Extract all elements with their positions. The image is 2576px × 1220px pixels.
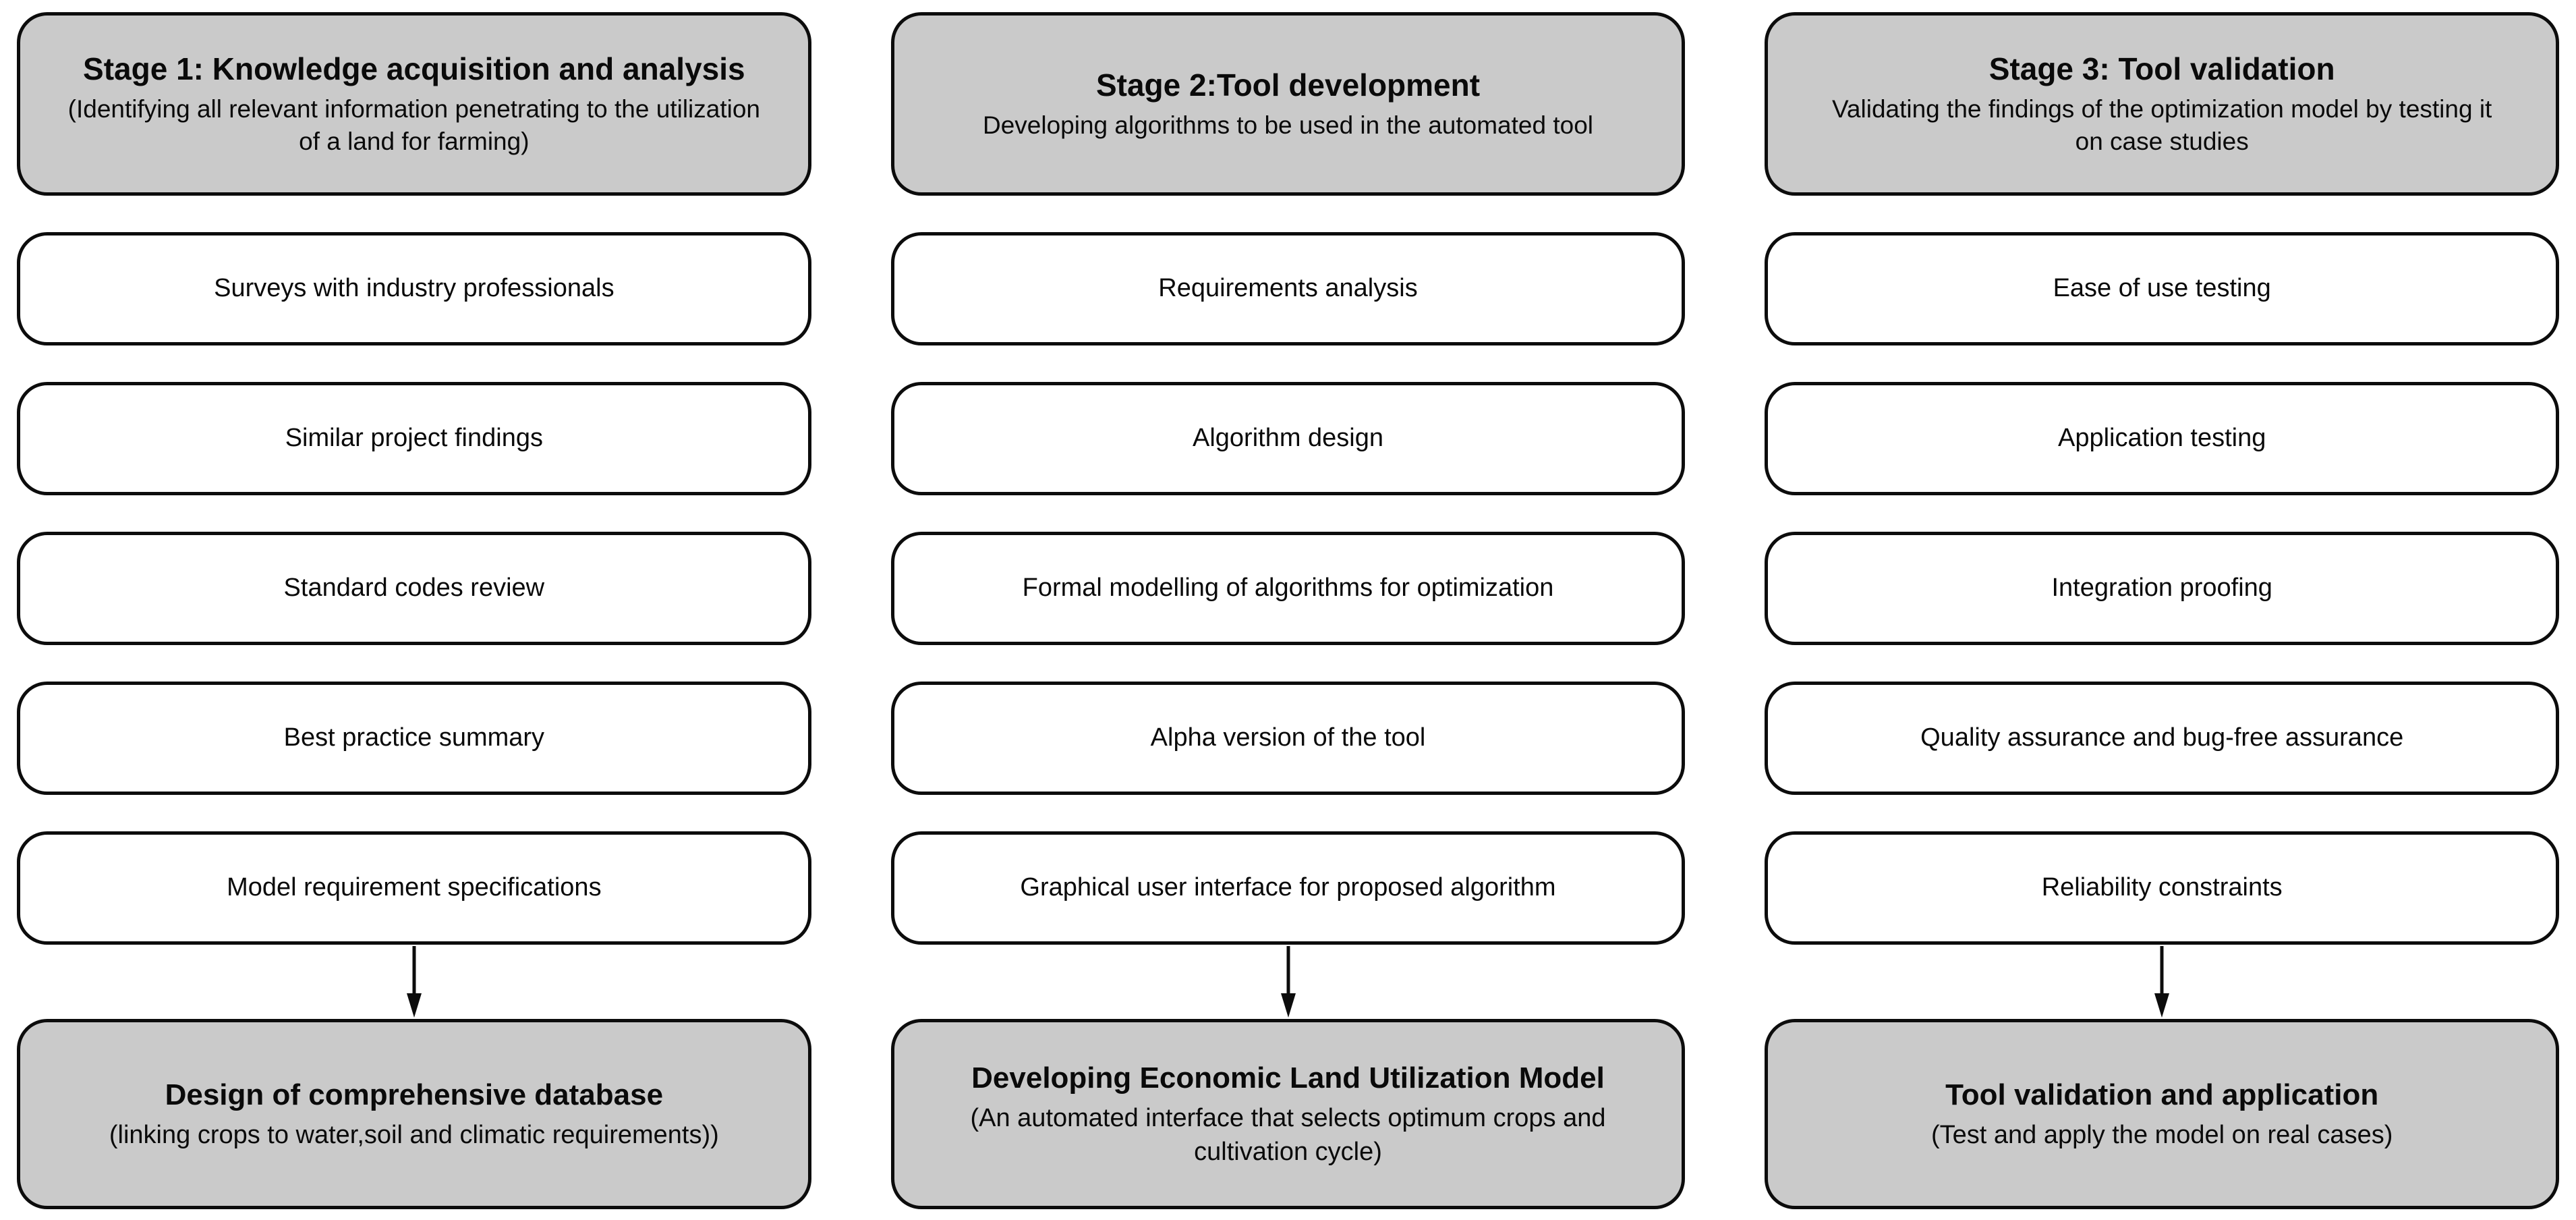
stage-2-outcome-box: Developing Economic Land Utilization Mod… bbox=[890, 1019, 1686, 1209]
stage-2-step-box: Requirements analysis bbox=[890, 232, 1686, 345]
stage-1-step-box: Standard codes review bbox=[17, 532, 811, 645]
stage-1-subtitle: (Identifying all relevant information pe… bbox=[67, 94, 760, 156]
stage-1-title: Stage 1: Knowledge acquisition and analy… bbox=[83, 51, 745, 86]
down-arrow-icon bbox=[2154, 946, 2170, 1018]
stage-3-subtitle: Validating the findings of the optimizat… bbox=[1832, 94, 2492, 156]
stage-1-outcome-subtitle: (linking crops to water,soil and climati… bbox=[109, 1121, 719, 1150]
step-label: Best practice summary bbox=[283, 723, 545, 752]
step-label: Quality assurance and bug-free assurance bbox=[1920, 723, 2404, 752]
stage-3-step-box: Ease of use testing bbox=[1765, 232, 2560, 345]
stage-2-title: Stage 2:Tool development bbox=[1095, 67, 1481, 103]
step-label: Ease of use testing bbox=[2053, 274, 2271, 303]
stage-2-step-box: Formal modelling of algorithms for optim… bbox=[890, 532, 1686, 645]
stage-1-column: Stage 1: Knowledge acquisition and analy… bbox=[17, 12, 811, 1220]
stage-3-outcome-subtitle: (Test and apply the model on real cases) bbox=[1930, 1121, 2393, 1150]
step-label: Standard codes review bbox=[283, 574, 545, 603]
down-arrow-icon bbox=[1280, 946, 1296, 1018]
stage-2-subtitle: Developing algorithms to be used in the … bbox=[982, 111, 1594, 140]
stage-1-step-box: Surveys with industry professionals bbox=[17, 232, 811, 345]
stage-1-step-box: Model requirement specifications bbox=[17, 831, 811, 945]
stage-3-step-box: Quality assurance and bug-free assurance bbox=[1765, 682, 2560, 795]
stage-2-step-box: Graphical user interface for proposed al… bbox=[890, 831, 1686, 945]
down-arrow-icon bbox=[406, 946, 422, 1018]
stage-3-step-box: Integration proofing bbox=[1765, 532, 2560, 645]
stage-3-title: Stage 3: Tool validation bbox=[1988, 51, 2335, 86]
stage-3-outcome-title: Tool validation and application bbox=[1945, 1078, 2379, 1111]
stage-3-connector bbox=[1765, 945, 2559, 1019]
stage-1-header-box: Stage 1: Knowledge acquisition and analy… bbox=[17, 12, 811, 196]
step-label: Formal modelling of algorithms for optim… bbox=[1022, 574, 1554, 603]
step-label: Model requirement specifications bbox=[227, 873, 602, 902]
stage-1-step-box: Similar project findings bbox=[17, 382, 811, 495]
stage-2-step-box: Algorithm design bbox=[890, 382, 1686, 495]
step-label: Integration proofing bbox=[2051, 574, 2272, 603]
step-label: Application testing bbox=[2057, 424, 2266, 453]
stage-3-step-box: Application testing bbox=[1765, 382, 2560, 495]
stage-1-step-box: Best practice summary bbox=[17, 682, 811, 795]
step-label: Surveys with industry professionals bbox=[214, 274, 614, 303]
stage-2-connector bbox=[891, 945, 1686, 1019]
step-label: Similar project findings bbox=[285, 424, 543, 453]
stage-2-column: Stage 2:Tool development Developing algo… bbox=[890, 12, 1686, 1220]
stage-2-header-box: Stage 2:Tool development Developing algo… bbox=[890, 12, 1686, 196]
stage-2-step-box: Alpha version of the tool bbox=[890, 682, 1686, 795]
step-label: Requirements analysis bbox=[1158, 274, 1418, 303]
stage-3-step-box: Reliability constraints bbox=[1765, 831, 2560, 945]
step-label: Alpha version of the tool bbox=[1150, 723, 1426, 752]
step-label: Graphical user interface for proposed al… bbox=[1020, 873, 1556, 902]
stage-3-outcome-box: Tool validation and application (Test an… bbox=[1765, 1019, 2560, 1209]
stage-3-header-box: Stage 3: Tool validation Validating the … bbox=[1765, 12, 2560, 196]
stage-2-outcome-subtitle: (An automated interface that selects opt… bbox=[970, 1104, 1606, 1167]
stage-3-column: Stage 3: Tool validation Validating the … bbox=[1765, 12, 2560, 1220]
stage-1-outcome-title: Design of comprehensive database bbox=[165, 1078, 664, 1111]
step-label: Algorithm design bbox=[1192, 424, 1384, 453]
stage-1-connector bbox=[17, 945, 811, 1019]
step-label: Reliability constraints bbox=[2041, 873, 2283, 902]
stage-2-outcome-title: Developing Economic Land Utilization Mod… bbox=[971, 1061, 1605, 1094]
stage-1-outcome-box: Design of comprehensive database (linkin… bbox=[17, 1019, 811, 1209]
